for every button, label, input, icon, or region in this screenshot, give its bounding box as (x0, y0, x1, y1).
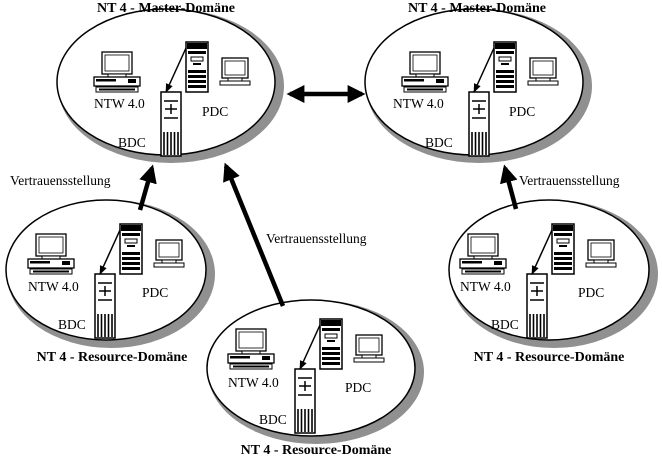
pdc-label: PDC (142, 285, 168, 300)
pdc-label: PDC (509, 104, 535, 119)
bdc-label: BDC (259, 412, 287, 427)
domain-master-right (364, 8, 592, 163)
trust-arrow-center (223, 162, 286, 307)
domain-resource-left (5, 199, 215, 348)
domain-resource-center (206, 299, 424, 444)
ntw-label: NTW 4.0 (228, 375, 279, 390)
bdc-label: BDC (425, 135, 453, 150)
domain-title-master-right: NT 4 - Master-Domäne (408, 1, 546, 16)
trust-arrow-right (500, 164, 519, 210)
ntw-label: NTW 4.0 (28, 279, 79, 294)
bdc-label: BDC (58, 317, 86, 332)
ntw-label: NTW 4.0 (393, 96, 444, 111)
trust-label-left: Vertrauensstellung (10, 173, 111, 188)
domain-title-resource-right: NT 4 - Resource-Domäne (474, 350, 625, 365)
pdc-label: PDC (202, 104, 228, 119)
domain-title-master-left: NT 4 - Master-Domäne (97, 1, 235, 16)
trust-label-right: Vertrauensstellung (519, 173, 620, 188)
pdc-label: PDC (578, 285, 604, 300)
domain-master-left (56, 8, 284, 163)
trust-arrow-left (137, 164, 157, 211)
ntw-label: NTW 4.0 (460, 279, 511, 294)
pdc-label: PDC (345, 380, 371, 395)
domain-title-resource-center: NT 4 - Resource-Domäne (241, 443, 392, 457)
bdc-label: BDC (118, 135, 146, 150)
bdc-label: BDC (491, 317, 519, 332)
domain-resource-right (448, 199, 658, 348)
ntw-label: NTW 4.0 (94, 96, 145, 111)
trust-label-center: Vertrauensstellung (266, 231, 367, 246)
domain-title-resource-left: NT 4 - Resource-Domäne (37, 350, 188, 365)
